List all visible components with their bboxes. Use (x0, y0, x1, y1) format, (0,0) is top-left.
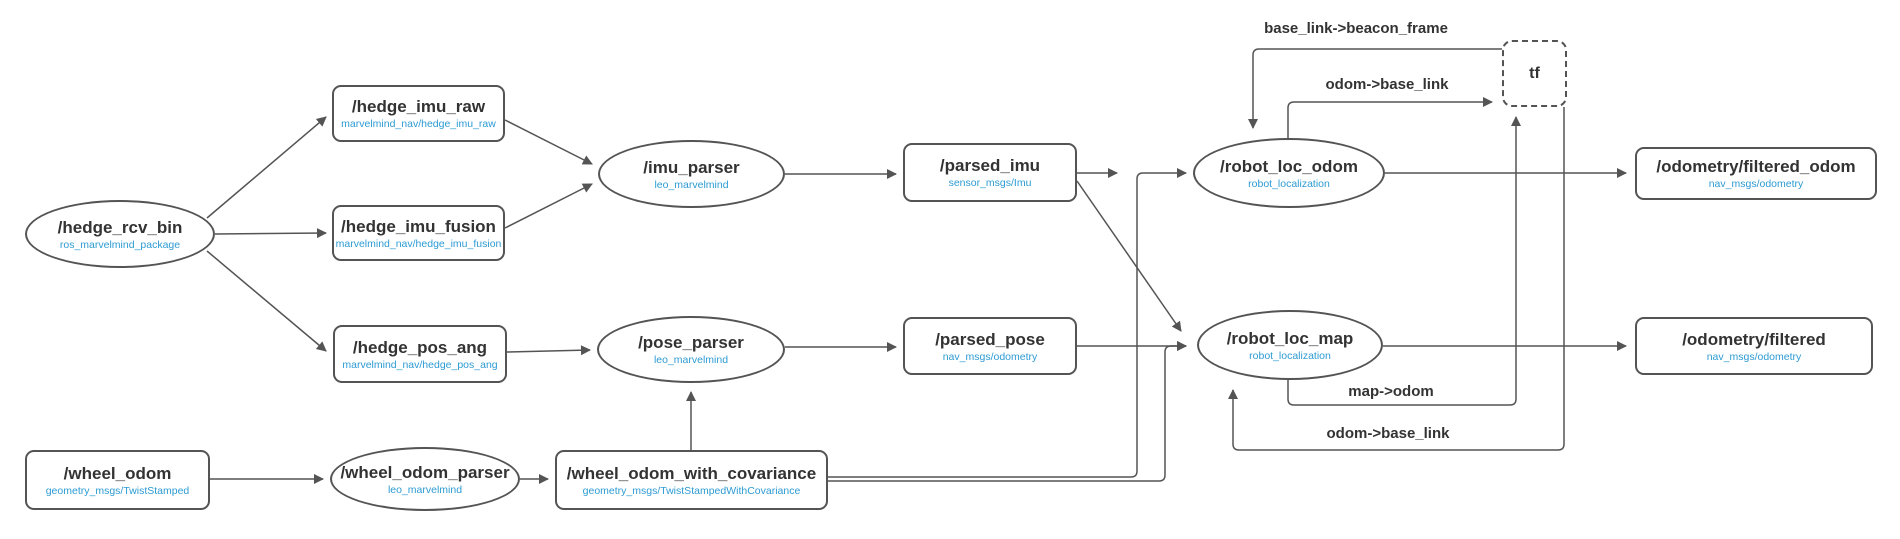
node-hedge-rcv-bin: /hedge_rcv_bin ros_marvelmind_package (25, 200, 215, 268)
edge-hedge-imu-fusion-to-imu-parser (504, 183, 593, 229)
node-parsed-pose: /parsed_pose nav_msgs/odometry (903, 317, 1077, 375)
node-title: /imu_parser (643, 157, 740, 177)
node-subtitle: marvelmind_nav/hedge_pos_ang (342, 358, 498, 371)
node-title: /robot_loc_map (1226, 328, 1354, 348)
node-title: /robot_loc_odom (1220, 156, 1358, 176)
edge-tf-to-robot-loc-odom-base-link-beacon-frame (1248, 48, 1502, 129)
edge-robot-loc-odom-to-tf-odom-base-link (1287, 97, 1493, 148)
node-title: /pose_parser (638, 333, 744, 352)
node-subtitle: marvelmind_nav/hedge_imu_raw (341, 118, 496, 130)
node-subtitle: leo_marvelmind (653, 354, 729, 366)
node-robot-loc-map: /robot_loc_map robot_localization (1197, 310, 1383, 380)
node-subtitle: ros_marvelmind_package (59, 238, 181, 251)
node-odometry-filtered-odom: /odometry/filtered_odom nav_msgs/odometr… (1635, 147, 1877, 200)
edge-label-odom-base-link-top: odom->base_link (1297, 76, 1477, 94)
node-subtitle: geometry_msgs/TwistStamped (45, 484, 190, 497)
node-wheel-odom-with-covariance: /wheel_odom_with_covariance geometry_msg… (555, 450, 828, 510)
edge-hedge-rcv-bin-to-hedge-imu-raw (206, 116, 327, 219)
node-title: /wheel_odom_with_covariance (566, 463, 817, 483)
node-title: /parsed_imu (939, 156, 1041, 175)
node-subtitle: nav_msgs/odometry (1706, 350, 1802, 363)
edge-label-base-link-beacon-frame: base_link->beacon_frame (1246, 20, 1466, 38)
node-subtitle: leo_marvelmind (654, 178, 729, 191)
node-tf: tf (1502, 40, 1567, 107)
node-title: /wheel_odom_parser (340, 462, 510, 482)
edge-hedge-imu-raw-to-imu-parser (504, 119, 593, 165)
node-subtitle: robot_localization (1249, 349, 1331, 362)
node-subtitle: sensor_msgs/Imu (948, 177, 1032, 189)
edge-hedge-rcv-bin-to-hedge-imu-fusion (214, 228, 327, 239)
edge-label-map-odom: map->odom (1321, 383, 1461, 401)
edge-robot-loc-map-to-tf-map-odom (1287, 116, 1521, 406)
node-subtitle: marvelmind_nav/hedge_imu_fusion (335, 237, 502, 250)
edge-wheel-odom-with-covariance-to-robot-loc-odom (828, 168, 1187, 478)
node-hedge-pos-ang: /hedge_pos_ang marvelmind_nav/hedge_pos_… (333, 325, 507, 383)
node-title: /hedge_imu_fusion (341, 216, 496, 236)
node-subtitle: nav_msgs/odometry (942, 350, 1038, 363)
node-title: /hedge_pos_ang (352, 337, 488, 357)
node-pose-parser: /pose_parser leo_marvelmind (597, 316, 785, 383)
node-subtitle: nav_msgs/odometry (1708, 178, 1804, 190)
node-wheel-odom-parser: /wheel_odom_parser leo_marvelmind (330, 447, 520, 511)
edge-label-odom-base-link-bottom: odom->base_link (1298, 425, 1478, 443)
node-wheel-odom: /wheel_odom geometry_msgs/TwistStamped (25, 450, 210, 510)
node-title: /odometry/filtered (1682, 329, 1826, 349)
node-subtitle: leo_marvelmind (387, 483, 463, 496)
node-title: /odometry/filtered_odom (1656, 157, 1856, 176)
node-title: /hedge_rcv_bin (57, 217, 183, 237)
edge-hedge-pos-ang-to-pose-parser (506, 345, 591, 356)
edge-hedge-rcv-bin-to-hedge-pos-ang (206, 250, 327, 352)
edge-tf-to-robot-loc-map-odom-base-link (1228, 107, 1565, 451)
node-title: /hedge_imu_raw (351, 97, 486, 116)
node-odometry-filtered: /odometry/filtered nav_msgs/odometry (1635, 317, 1873, 375)
node-subtitle: robot_localization (1248, 177, 1330, 190)
node-robot-loc-odom: /robot_loc_odom robot_localization (1193, 138, 1385, 208)
node-title: tf (1529, 65, 1540, 82)
node-imu-parser: /imu_parser leo_marvelmind (598, 140, 785, 208)
edge-wheel-odom-with-covariance-to-robot-loc-map (828, 341, 1187, 482)
node-title: /parsed_pose (935, 329, 1045, 349)
node-subtitle: geometry_msgs/TwistStampedWithCovariance (582, 484, 801, 497)
node-hedge-imu-fusion: /hedge_imu_fusion marvelmind_nav/hedge_i… (332, 205, 505, 261)
node-parsed-imu: /parsed_imu sensor_msgs/Imu (903, 143, 1077, 202)
node-hedge-imu-raw: /hedge_imu_raw marvelmind_nav/hedge_imu_… (332, 85, 505, 142)
node-title: /wheel_odom (63, 463, 172, 483)
edge-parsed-imu-to-robot-loc-map (1076, 180, 1182, 332)
